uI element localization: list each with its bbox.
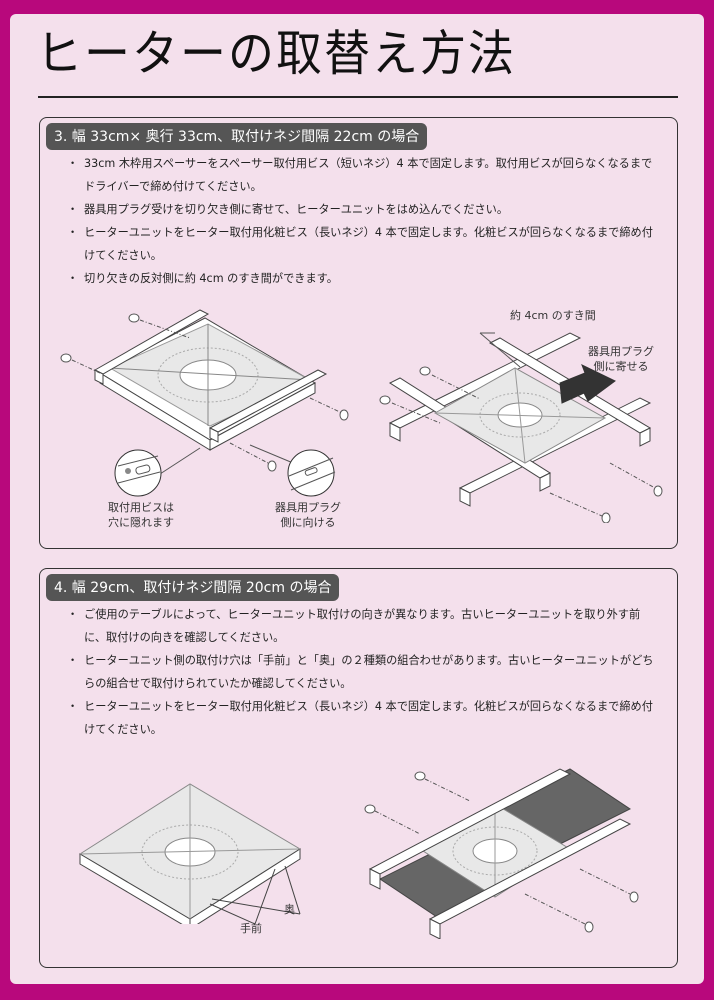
spacer-mounting-illustration bbox=[60, 309, 349, 475]
instruction-item: ヒーターユニットをヒーター取付用化粧ビス（長いネジ）4 本で固定します。化粧ビス… bbox=[67, 695, 660, 741]
instruction-item: 器具用プラグ受けを切り欠き側に寄せて、ヒーターユニットをはめ込んでください。 bbox=[67, 198, 660, 221]
back-hole-label: 奥 bbox=[284, 903, 295, 916]
screw-callout-label: 取付用ビスは 穴に隠れます bbox=[108, 501, 174, 529]
instruction-list: ご使用のテーブルによって、ヒーターユニット取付けの向きが異なります。古いヒーター… bbox=[67, 603, 660, 741]
rail-installation-illustration bbox=[364, 768, 639, 939]
plug-callout-label: 器具用プラグ 側に向ける bbox=[275, 501, 341, 529]
plug-side-label: 器具用プラグ 側に寄せる bbox=[588, 345, 654, 373]
instruction-item: 切り欠きの反対側に約 4cm のすき間ができます。 bbox=[67, 267, 660, 290]
plug-side-detail-icon bbox=[287, 449, 336, 497]
page-title: ヒーターの取替え方法 bbox=[36, 24, 516, 82]
gap-label: 約 4cm のすき間 bbox=[510, 309, 596, 322]
instruction-item: ご使用のテーブルによって、ヒーターユニット取付けの向きが異なります。古いヒーター… bbox=[67, 603, 660, 649]
heater-unit-holes-illustration bbox=[79, 783, 301, 924]
section-29cm: 4. 幅 29cm、取付けネジ間隔 20cm の場合 ご使用のテーブルによって、… bbox=[39, 568, 678, 968]
section-33cm: 3. 幅 33cm× 奥行 33cm、取付けネジ間隔 22cm の場合 33cm… bbox=[39, 117, 678, 549]
section-heading: 3. 幅 33cm× 奥行 33cm、取付けネジ間隔 22cm の場合 bbox=[46, 123, 428, 150]
instruction-item: ヒーターユニットをヒーター取付用化粧ビス（長いネジ）4 本で固定します。化粧ビス… bbox=[67, 221, 660, 267]
front-hole-label: 手前 bbox=[240, 922, 262, 935]
instruction-item: ヒーターユニット側の取付け穴は「手前」と「奥」の２種類の組合わせがあります。古い… bbox=[67, 649, 660, 695]
section-heading: 4. 幅 29cm、取付けネジ間隔 20cm の場合 bbox=[46, 574, 340, 601]
frame-installation-illustration bbox=[379, 332, 663, 523]
screw-hole-detail-icon bbox=[114, 449, 162, 497]
instruction-item: 33cm 木枠用スペーサーをスペーサー取付用ビス（短いネジ）4 本で固定します。… bbox=[67, 152, 660, 198]
instruction-list: 33cm 木枠用スペーサーをスペーサー取付用ビス（短いネジ）4 本で固定します。… bbox=[67, 152, 660, 290]
title-divider bbox=[38, 96, 678, 98]
